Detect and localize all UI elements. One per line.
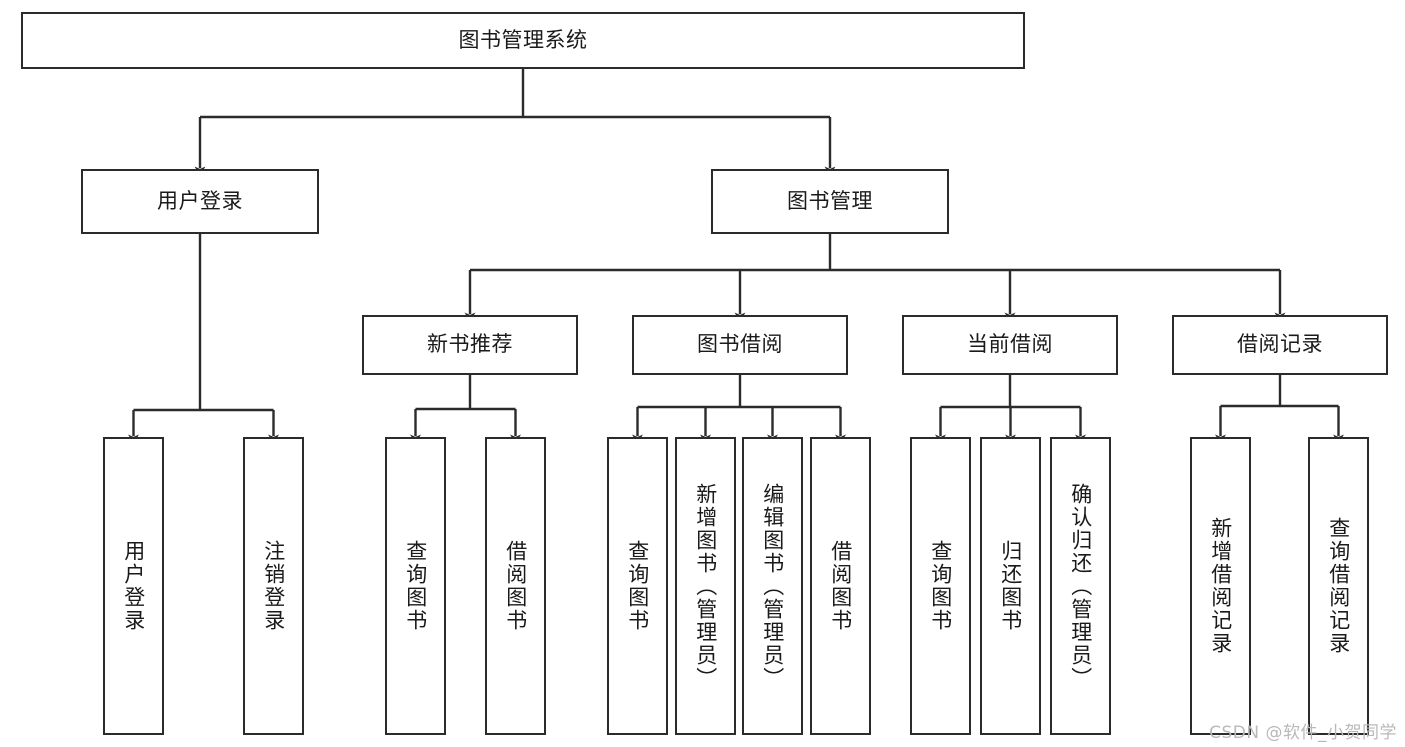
node-leaf-user-login[interactable]: 用户登录 bbox=[103, 437, 164, 735]
node-label-root: 图书管理系统 bbox=[458, 27, 588, 52]
node-leaf-return-book[interactable]: 归还图书 bbox=[980, 437, 1041, 735]
node-label-current-borrow: 当前借阅 bbox=[967, 332, 1053, 357]
node-leaf-query-book-2[interactable]: 查询图书 bbox=[607, 437, 668, 735]
node-book-management[interactable]: 图书管理 bbox=[711, 169, 949, 234]
node-label-book-borrow: 图书借阅 bbox=[697, 332, 783, 357]
node-user-login[interactable]: 用户登录 bbox=[81, 169, 319, 234]
node-label-new-book-recommend: 新书推荐 bbox=[427, 332, 513, 357]
node-leaf-borrow-book-2[interactable]: 借阅图书 bbox=[810, 437, 871, 735]
node-label-leaf-add-record: 新增借阅记录 bbox=[1208, 517, 1233, 655]
node-leaf-add-record[interactable]: 新增借阅记录 bbox=[1190, 437, 1251, 735]
node-label-book-management: 图书管理 bbox=[787, 188, 873, 213]
node-leaf-edit-book[interactable]: 编辑图书（管理员） bbox=[742, 437, 803, 735]
node-label-leaf-confirm-return: 确认归还（管理员） bbox=[1068, 482, 1093, 690]
node-label-leaf-add-book: 新增图书（管理员） bbox=[693, 482, 718, 690]
edges bbox=[128, 69, 1344, 444]
node-label-borrow-record: 借阅记录 bbox=[1237, 332, 1323, 357]
node-borrow-record[interactable]: 借阅记录 bbox=[1172, 315, 1388, 375]
node-leaf-query-record[interactable]: 查询借阅记录 bbox=[1308, 437, 1369, 735]
node-label-leaf-borrow-book-1: 借阅图书 bbox=[503, 540, 528, 632]
node-label-leaf-edit-book: 编辑图书（管理员） bbox=[760, 482, 785, 690]
node-label-leaf-borrow-book-2: 借阅图书 bbox=[828, 540, 853, 632]
node-current-borrow[interactable]: 当前借阅 bbox=[902, 315, 1118, 375]
node-label-leaf-return-book: 归还图书 bbox=[998, 540, 1023, 632]
node-label-leaf-logout: 注销登录 bbox=[261, 540, 286, 632]
node-leaf-query-book-3[interactable]: 查询图书 bbox=[910, 437, 971, 735]
node-label-user-login: 用户登录 bbox=[157, 188, 243, 213]
node-leaf-borrow-book-1[interactable]: 借阅图书 bbox=[485, 437, 546, 735]
node-new-book-recommend[interactable]: 新书推荐 bbox=[362, 315, 578, 375]
node-root[interactable]: 图书管理系统 bbox=[21, 12, 1025, 69]
node-label-leaf-query-book-3: 查询图书 bbox=[928, 540, 953, 632]
node-leaf-logout[interactable]: 注销登录 bbox=[243, 437, 304, 735]
node-label-leaf-query-book-2: 查询图书 bbox=[625, 540, 650, 632]
node-label-leaf-user-login: 用户登录 bbox=[121, 540, 146, 632]
node-label-leaf-query-record: 查询借阅记录 bbox=[1326, 517, 1351, 655]
node-label-leaf-query-book-1: 查询图书 bbox=[403, 540, 428, 632]
watermark-text: CSDN @软件_小贺同学 bbox=[1209, 723, 1397, 743]
node-book-borrow[interactable]: 图书借阅 bbox=[632, 315, 848, 375]
node-leaf-query-book-1[interactable]: 查询图书 bbox=[385, 437, 446, 735]
node-leaf-confirm-return[interactable]: 确认归还（管理员） bbox=[1050, 437, 1111, 735]
node-leaf-add-book[interactable]: 新增图书（管理员） bbox=[675, 437, 736, 735]
